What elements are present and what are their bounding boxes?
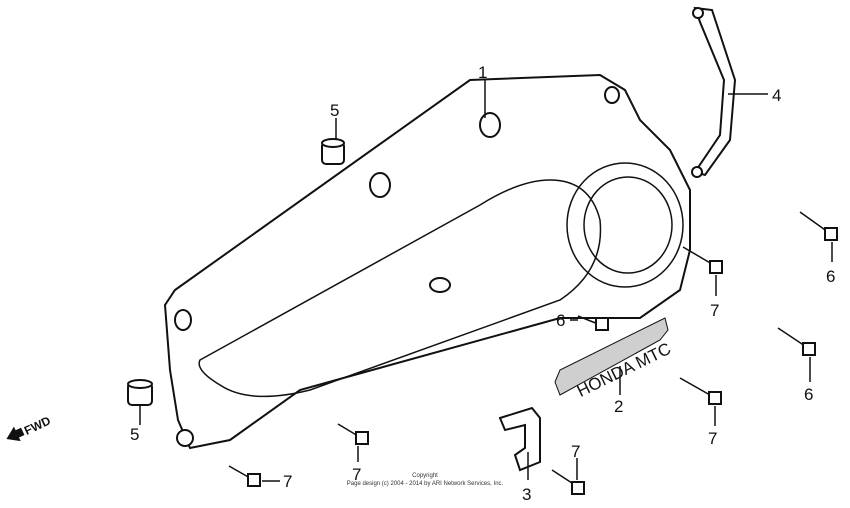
copyright-line-2: Page design (c) 2004 - 2014 by ARI Netwo… xyxy=(347,481,504,487)
callout-6-right-upper: 6 xyxy=(826,267,835,286)
left-crankcase-cover xyxy=(163,73,691,450)
bolt-7a xyxy=(682,246,723,274)
forward-arrow: FWD xyxy=(6,413,53,442)
callout-4: 4 xyxy=(772,86,781,105)
cover-strap xyxy=(691,6,737,178)
bolt-7e xyxy=(551,469,585,495)
callout-3: 3 xyxy=(522,485,531,504)
bolt-6c xyxy=(777,327,816,356)
callout-1: 1 xyxy=(478,63,487,82)
bolt-6a xyxy=(577,315,609,331)
callout-7-lower: 7 xyxy=(708,429,717,448)
callout-7-bottom: 7 xyxy=(571,442,580,461)
callout-7-left: 7 xyxy=(283,472,292,491)
leader-lines xyxy=(139,80,833,482)
bolt-6b xyxy=(799,211,838,241)
dowel-collar-lower xyxy=(127,379,153,406)
dowel-collar-upper xyxy=(321,138,345,165)
callout-7-upper: 7 xyxy=(710,301,719,320)
bolt-7b xyxy=(679,377,722,405)
bracket xyxy=(498,406,541,472)
bolt-7d xyxy=(228,465,261,487)
fwd-label: FWD xyxy=(22,413,53,437)
copyright-line-1: Copyright xyxy=(412,473,438,479)
callout-7-center: 7 xyxy=(352,465,361,484)
callout-5-upper: 5 xyxy=(330,101,339,120)
callout-2: 2 xyxy=(614,397,623,416)
callout-6-center: 6 xyxy=(556,311,565,330)
bolt-7c xyxy=(337,423,369,445)
callout-5-lower: 5 xyxy=(130,425,139,444)
arrow-left-icon xyxy=(6,426,25,442)
callout-6-right-lower: 6 xyxy=(804,385,813,404)
emblem: HONDA MTC xyxy=(554,317,674,401)
